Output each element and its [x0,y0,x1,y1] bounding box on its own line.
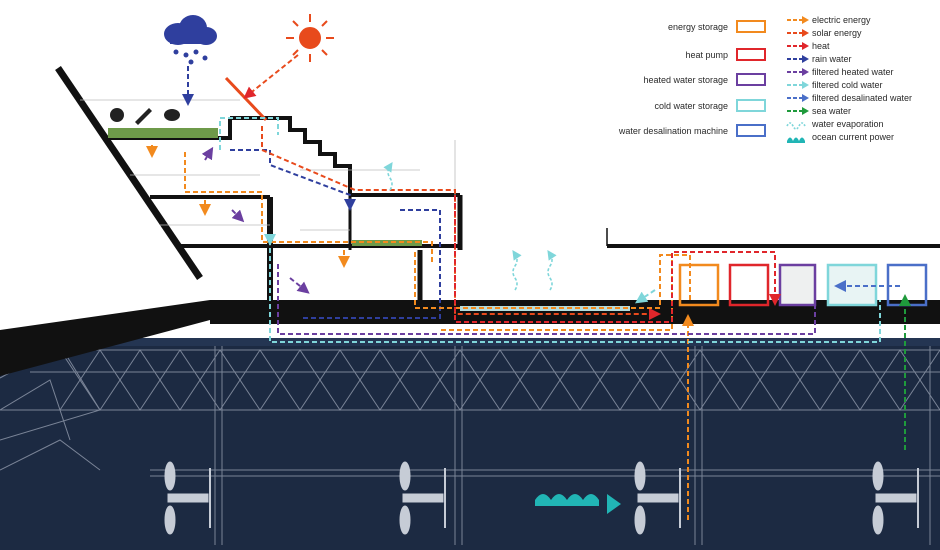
legend-flow-label: filtered heated water [812,67,894,77]
legend-storage-item: heat pump [560,48,770,64]
ocean-surface [0,338,940,346]
legend-flow-item: ocean current power [786,131,936,143]
legend-flow-swatch [786,122,806,130]
legend-flow-label: electric energy [812,15,871,25]
legend-storage-item: heated water storage [560,73,770,89]
legend-flow-item: filtered desalinated water [786,92,936,104]
legend-flow-swatch [787,94,809,102]
legend-flow-swatch [787,55,809,63]
legend-flow-swatch [787,81,809,89]
legend-flow-item: heat [786,40,936,52]
legend: energy storage heat pump heated water stor… [560,10,935,150]
electric-energy-flow [146,145,694,520]
legend-flow-label: solar energy [812,28,862,38]
legend-storage-label: cold water storage [654,101,728,111]
legend-flow-swatch [787,42,809,50]
heat-pump-tank [728,263,770,307]
legend-storage-label: heat pump [685,50,728,60]
legend-flow-swatch [787,29,809,37]
legend-storage-swatch [736,20,766,33]
heat-flow [454,195,781,323]
vegetables-icon [110,108,180,125]
legend-storage-swatch [736,99,766,112]
legend-flow-swatch [787,68,809,76]
cloud-rain-icon [164,15,217,65]
legend-flow-item: electric energy [786,14,936,26]
desalination-machine-tank [886,263,928,307]
energy-storage-tank [678,263,720,307]
solar-panel [224,76,268,122]
legend-flow-item: rain water [786,53,936,65]
legend-flow-label: filtered desalinated water [812,93,913,103]
legend-flow-label: water evaporation [812,119,884,129]
legend-flow-label: filtered cold water [812,80,883,90]
legend-storage-swatch [736,124,766,137]
legend-flow-swatch [787,16,809,24]
tidal-turbine-icon [164,461,919,535]
legend-storage-label: heated water storage [643,75,728,85]
heated-water-storage-tank [778,263,817,307]
legend-flow-label: ocean current power [812,132,895,142]
legend-flow-item: solar energy [786,27,936,39]
legend-storage-label: energy storage [667,22,728,32]
ocean-waves-icon [535,494,621,514]
legend-flow-item: sea water [786,105,936,117]
legend-flow-label: heat [812,41,830,51]
legend-flow-label: sea water [812,106,852,116]
legend-storage-item: energy storage [560,20,770,36]
rain-water-flow [182,66,441,319]
underwater-truss [0,344,940,545]
water-evaporation-flow [383,162,557,291]
green-roof [108,128,218,138]
cold-water-flow [219,117,881,343]
legend-flow-item: filtered cold water [786,79,936,91]
legend-storage-swatch [736,73,766,86]
legend-flow-swatch [787,137,805,143]
legend-flow-swatch [787,107,809,115]
legend-flow-item: water evaporation [786,118,936,130]
legend-flow-label: rain water [812,54,852,64]
legend-storage-item: water desalination machine [560,124,770,140]
legend-storage-item: cold water storage [560,99,770,115]
legend-flow-item: filtered heated water [786,66,936,78]
legend-storage-swatch [736,48,766,61]
heated-water-flow [201,146,816,335]
legend-storage-label: water desalination machine [618,126,728,136]
ocean-body [0,338,940,550]
sun-icon [286,14,334,62]
solar-energy-flow [243,54,661,320]
